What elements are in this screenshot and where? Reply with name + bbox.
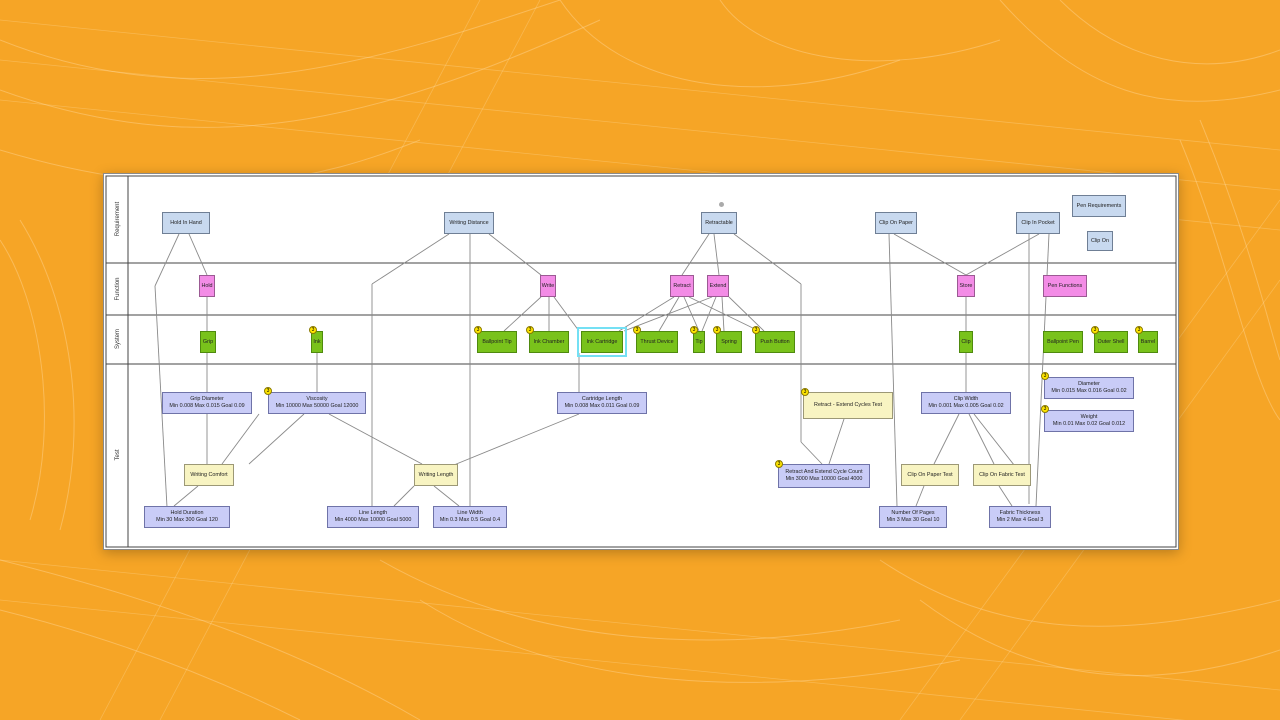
requirement-clip-on[interactable]: Clip On [1087,231,1113,251]
function-hold[interactable]: Hold [199,275,215,297]
edge [448,413,580,468]
requirement-retractable[interactable]: Retractable [701,212,737,234]
function-extend[interactable]: Extend [707,275,729,297]
function-store[interactable]: Store [957,275,975,297]
edge [188,233,208,276]
measure-fabric-thickness[interactable]: Fabric Thickness Min 2 Max 4 Goal 3 [989,506,1051,528]
warning-badge-icon: 3 [309,326,317,334]
edge [998,485,1013,507]
edge [728,296,765,332]
system-clip[interactable]: Clip [959,331,973,353]
connector-lines [154,233,1050,508]
measure-cartridge-length[interactable]: Cartridge Length Min 0.008 Max 0.011 Goa… [557,392,647,414]
warning-badge-icon: 3 [1091,326,1099,334]
system-thrust-device[interactable]: Thrust Device [636,331,678,353]
requirement-clip-in-pocket[interactable]: Clip In Pocket [1016,212,1060,234]
measure-weight[interactable]: Weight Min 0.01 Max 0.02 Goal 0.012 [1044,410,1134,432]
edge [623,296,713,332]
edge [800,441,823,465]
function-retract[interactable]: Retract [670,275,694,297]
requirement-writing-distance[interactable]: Writing Distance [444,212,494,234]
requirement-clip-on-paper[interactable]: Clip On Paper [875,212,917,234]
edge [713,233,720,276]
swimlane-grid [105,175,1177,548]
system-tip[interactable]: Tip [693,331,705,353]
edge [968,413,995,465]
edge [893,233,967,276]
edge [248,413,305,465]
test-case-retract-extend-cycles-test[interactable]: Retract - Extend Cycles Test [803,392,893,419]
test-case-clip-on-paper-test[interactable]: Clip On Paper Test [901,464,959,486]
system-grip[interactable]: Grip [200,331,216,353]
system-push-button[interactable]: Push Button [755,331,795,353]
measure-viscosity[interactable]: Viscosity Min 10000 Max 50000 Goal 12000 [268,392,366,414]
warning-badge-icon: 3 [1041,405,1049,413]
requirement-pen-requirements[interactable]: Pen Requirements [1072,195,1126,217]
system-ballpoint-pen[interactable]: Ballpoint Pen [1043,331,1083,353]
edge [828,418,845,465]
edge [371,233,450,285]
system-barrel[interactable]: Barrel [1138,331,1158,353]
system-ballpoint-tip[interactable]: Ballpoint Tip [477,331,517,353]
measure-line-width[interactable]: Line Width Min 0.3 Max 0.5 Goal 0.4 [433,506,507,528]
measure-line-length[interactable]: Line Length Min 4000 Max 10000 Goal 5000 [327,506,419,528]
measure-hold-duration[interactable]: Hold Duration Min 30 Max 300 Goal 120 [144,506,230,528]
handle-dot[interactable] [719,202,724,207]
measure-retract-extend-cycle-count[interactable]: Retract And Extend Cycle Count Min 3000 … [778,464,870,488]
edge [618,296,675,332]
measure-grip-diameter[interactable]: Grip Diameter Min 0.008 Max 0.015 Goal 0… [162,392,252,414]
test-case-clip-on-fabric-test[interactable]: Clip On Fabric Test [973,464,1031,486]
warning-badge-icon: 3 [713,326,721,334]
warning-badge-icon: 3 [526,326,534,334]
warning-badge-icon: 3 [474,326,482,334]
system-ink-chamber[interactable]: Ink Chamber [529,331,569,353]
edge [688,296,760,332]
warning-badge-icon: 3 [264,387,272,395]
edge [933,413,960,465]
edge [701,296,717,332]
measure-diameter[interactable]: Diameter Min 0.015 Max 0.016 Goal 0.02 [1044,377,1134,399]
system-spring[interactable]: Spring [716,331,742,353]
edge [733,233,802,285]
edge [488,233,542,276]
function-write[interactable]: Write [540,275,556,297]
edge [433,485,460,507]
edge [681,233,710,276]
warning-badge-icon: 3 [752,326,760,334]
system-outer-shell[interactable]: Outer Shell [1094,331,1128,353]
warning-badge-icon: 3 [1135,326,1143,334]
edge [154,285,168,508]
edge [915,485,925,507]
test-case-writing-length[interactable]: Writing Length [414,464,458,486]
system-ink[interactable]: Ink [311,331,323,353]
edge [553,296,580,332]
edge [154,233,180,287]
edge [173,485,199,507]
system-ink-cartridge[interactable]: Ink Cartridge [577,327,627,357]
edge [503,296,542,332]
warning-badge-icon: 3 [775,460,783,468]
edge [393,485,415,507]
warning-badge-icon: 3 [1041,372,1049,380]
edge [328,413,423,465]
diagram-canvas: Requirement Function System Test [103,173,1179,550]
measure-clip-width[interactable]: Clip Width Min 0.001 Max 0.005 Goal 0.02 [921,392,1011,414]
measure-number-of-pages[interactable]: Number Of Pages Min 3 Max 30 Goal 10 [879,506,947,528]
test-case-writing-comfort[interactable]: Writing Comfort [184,464,234,486]
warning-badge-icon: 3 [801,388,809,396]
edge [221,413,260,465]
function-pen-functions[interactable]: Pen Functions [1043,275,1087,297]
edge [965,233,1040,276]
edge [721,296,725,332]
warning-badge-icon: 3 [690,326,698,334]
edge [888,233,898,507]
edge [683,296,700,332]
warning-badge-icon: 3 [633,326,641,334]
requirement-hold-in-hand[interactable]: Hold In Hand [162,212,210,234]
